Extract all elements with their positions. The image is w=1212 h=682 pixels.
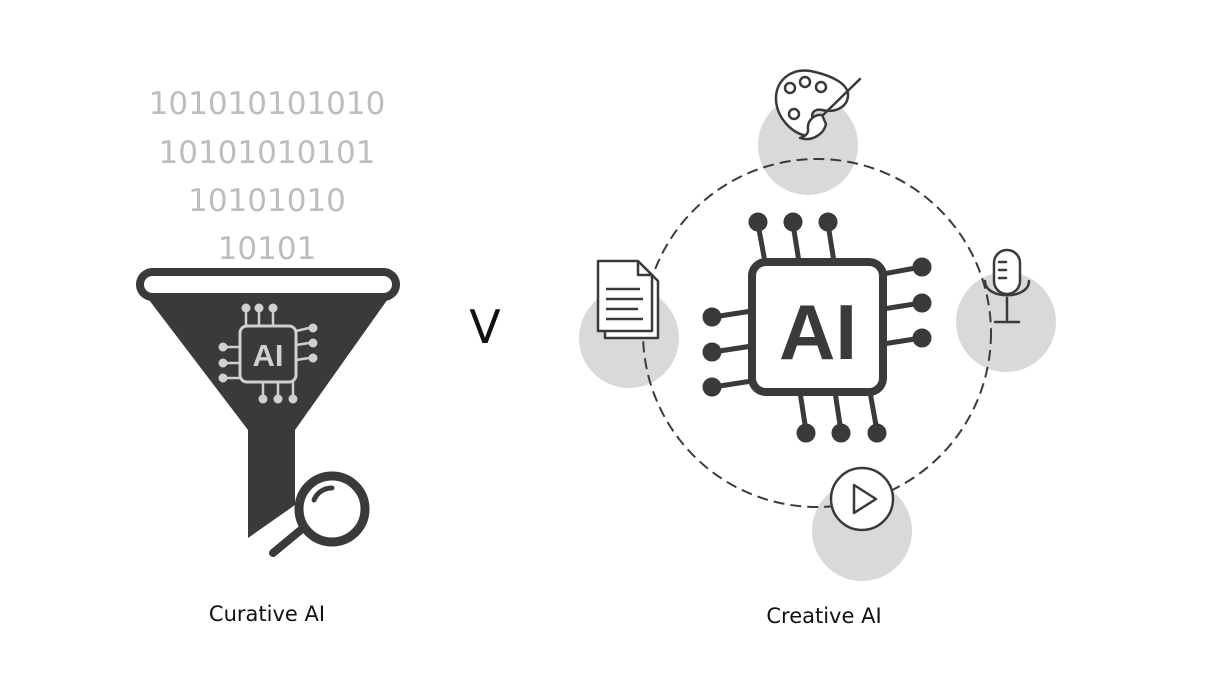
funnel-ai-chip-icon bbox=[218, 303, 318, 404]
versus-label: V bbox=[469, 300, 501, 354]
funnel-chip-label: AI bbox=[253, 338, 284, 373]
binary-line-1: 101010101010 bbox=[149, 86, 386, 122]
creative-ai-caption: Creative AI bbox=[766, 604, 881, 628]
binary-line-3: 10101010 bbox=[188, 183, 346, 219]
funnel-icon bbox=[136, 268, 400, 538]
palette-icon bbox=[774, 69, 862, 141]
curative-ai-illustration: 101010101010 10101010101 10101010 10101 … bbox=[136, 86, 400, 557]
creative-ai-illustration: AI bbox=[579, 69, 1056, 581]
creative-chip-label: AI bbox=[779, 288, 857, 376]
binary-line-2: 10101010101 bbox=[159, 135, 376, 171]
binary-line-4: 10101 bbox=[218, 231, 317, 267]
document-icon bbox=[596, 259, 660, 340]
ai-chip-icon bbox=[702, 212, 932, 443]
microphone-icon bbox=[983, 248, 1031, 324]
curative-ai-caption: Curative AI bbox=[209, 602, 325, 626]
play-icon bbox=[829, 466, 895, 532]
magnifier-icon bbox=[269, 471, 370, 557]
